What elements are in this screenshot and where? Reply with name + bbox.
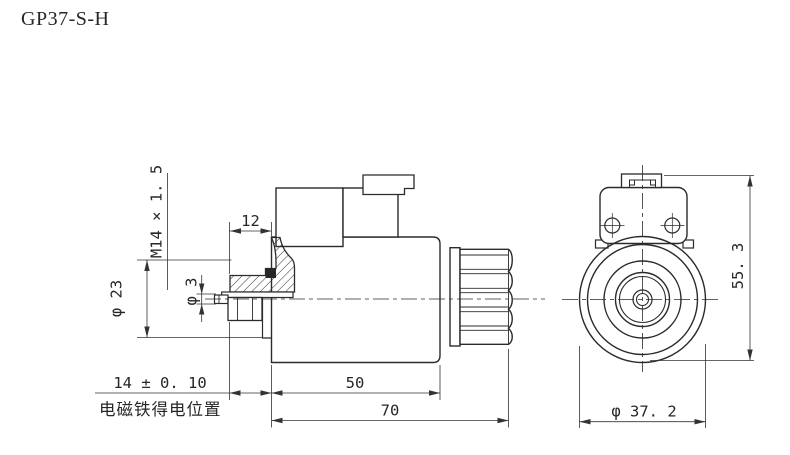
energized-position-label: 电磁铁得电位置 [99,400,222,419]
seal-ring-section [265,268,276,278]
knurl-ridges [460,254,509,331]
dim-stem-length-text: 12 [241,212,260,230]
front-connector-housing [599,186,688,245]
dim-flange-diameter [137,259,263,338]
connector-foot-right [682,239,695,249]
knurl-collar [449,246,461,347]
dim-knob-diameter-text: φ 37. 2 [611,403,676,421]
front-view [562,165,722,372]
dim-overall-height [650,175,754,361]
dim-knob-diameter [579,344,706,428]
dim-overall-height-text: 55. 3 [729,243,747,290]
flange-step [261,297,272,339]
screw-hole-centerlines [600,213,685,238]
slot-pin-left [629,179,635,186]
side-view [205,174,545,364]
dim-energized-position-text: 14 ± 0. 10 [113,374,206,392]
dim-flange-diameter-text: φ 23 [108,280,126,317]
solenoid-body [270,236,441,364]
dim-energized-position [95,322,272,400]
mounting-nut [227,296,263,322]
dim-overall-length [271,349,509,428]
drawing-title: GP37-S-H [21,8,109,30]
front-view-dimensions [579,175,754,428]
threaded-stem-section [229,236,296,293]
dim-pin-diameter-text: φ 3 [183,278,201,306]
dim-pin-diameter [196,275,216,322]
slot-pin-right [650,179,656,186]
dim-coil-length-text: 50 [346,374,365,392]
coil-connector-box [275,187,344,248]
din-connector-box [342,187,399,238]
dim-thread-text: M14 × 1. 5 [148,165,166,258]
manual-override-knob [459,248,513,345]
side-view-dimensions [95,173,509,428]
dim-coil-length [271,365,441,400]
retaining-washer [221,291,294,299]
dim-overall-length-text: 70 [381,402,400,420]
connector-tab [362,174,415,196]
dim-stem-length [229,222,272,274]
